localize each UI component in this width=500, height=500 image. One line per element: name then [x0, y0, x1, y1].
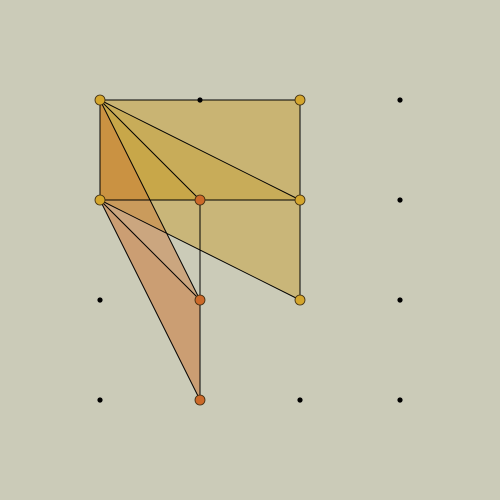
grid-dot: [97, 297, 103, 303]
grid-dot: [297, 397, 303, 403]
vertex-point-D[interactable]: [194, 194, 206, 206]
grid-dot: [397, 197, 403, 203]
grid-dot: [97, 397, 103, 403]
vertex-point-H[interactable]: [194, 394, 206, 406]
segment-AE: [99, 99, 301, 201]
vertex-point-G[interactable]: [194, 294, 206, 306]
grid-dot: [397, 397, 403, 403]
grid-dot: [397, 97, 403, 103]
segment-CH: [99, 199, 201, 401]
vertex-point-B[interactable]: [294, 94, 306, 106]
segment-AD: [99, 99, 201, 201]
grid-dot: [197, 97, 203, 103]
vertex-point-A[interactable]: [94, 94, 106, 106]
vertex-point-F[interactable]: [294, 294, 306, 306]
vertex-layer: [94, 94, 306, 406]
vertex-point-E[interactable]: [294, 194, 306, 206]
grid-dot-layer: [97, 97, 403, 403]
grid-dot: [397, 297, 403, 303]
segment-AG: [99, 99, 201, 301]
vertex-point-C[interactable]: [94, 194, 106, 206]
segment-CG: [99, 199, 201, 301]
